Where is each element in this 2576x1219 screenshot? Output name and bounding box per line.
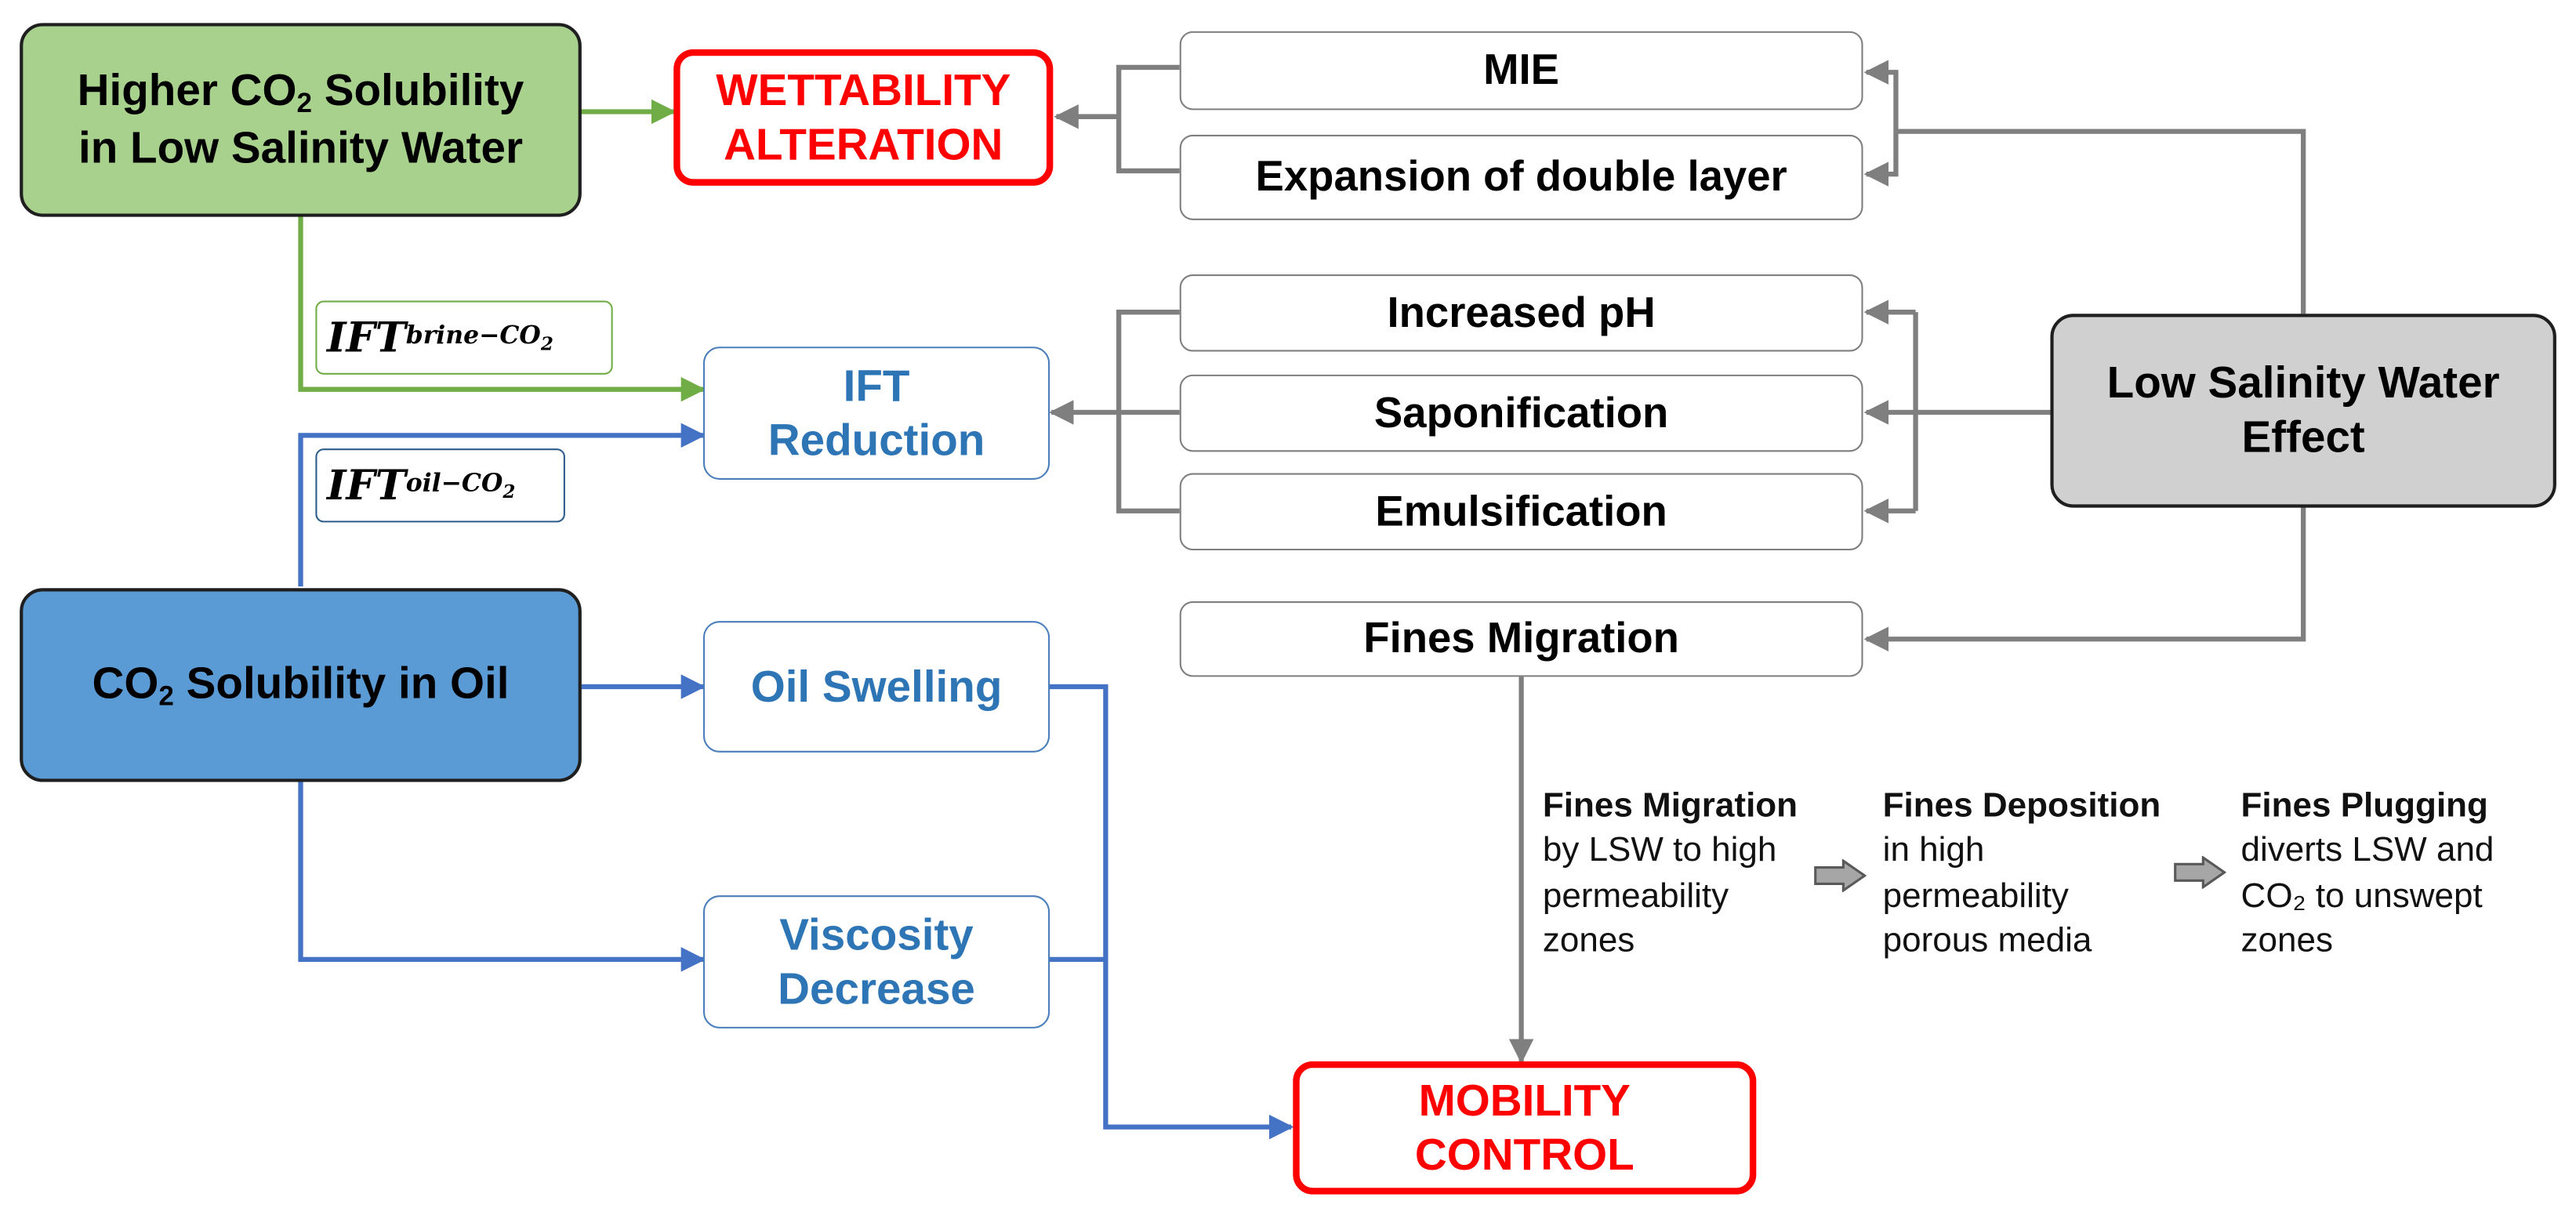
fines-step-migration: Fines Migration by LSW to high permeabil… (1542, 786, 1798, 960)
source-low-salinity-effect: Low Salinity Water Effect (2050, 314, 2556, 508)
mechanism-fines-migration: Fines Migration (1179, 601, 1863, 677)
connector-lsw-to-ift-group (1913, 312, 2051, 511)
connector-ift-mechanisms (1116, 310, 1180, 513)
connector-effects-to-mobility (1048, 684, 1294, 1140)
arrow-to-mie (1863, 60, 1899, 132)
arrow-to-double-layer (1863, 131, 1899, 187)
connector-blue-to-ift (298, 423, 706, 587)
mechanism-emulsification: Emulsification (1179, 473, 1863, 551)
step-arrow-icon (1814, 859, 1867, 892)
mechanism-saponification: Saponification (1179, 374, 1863, 452)
mechanism-double-layer: Expansion of double layer (1179, 134, 1863, 220)
connector-lsw-to-mie-group (1896, 129, 2306, 314)
connector-blue-to-viscosity (298, 782, 706, 972)
mechanism-increased-ph: Increased pH (1179, 274, 1863, 352)
fines-step-plugging: Fines Plugging diverts LSW and CO₂ to un… (2240, 786, 2494, 960)
connector-green-to-ift (298, 215, 706, 402)
source-co2-solubility-water: Higher CO2 Solubility in Low Salinity Wa… (20, 23, 582, 217)
effect-oil-swelling: Oil Swelling (702, 621, 1050, 753)
step-arrow-icon (2174, 855, 2226, 889)
arrow-to-fines (1863, 506, 2306, 651)
source-co2-solubility-oil: CO2 Solubility in Oil (20, 588, 582, 782)
fines-step-deposition: Fines Deposition in high permeability po… (1882, 786, 2161, 960)
mechanism-mie: MIE (1179, 31, 1863, 111)
